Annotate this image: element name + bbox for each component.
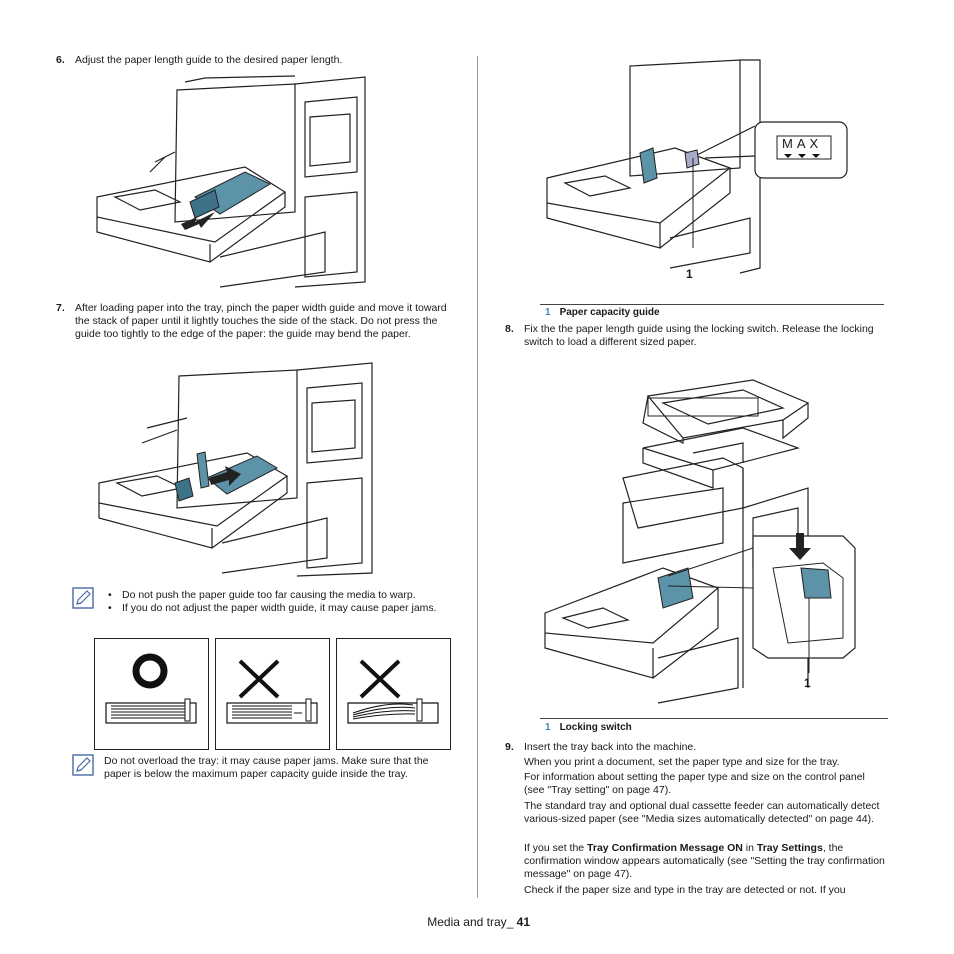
step-9-para-4: If you set the Tray Confirmation Message… xyxy=(524,842,886,881)
step-6-number: 6. xyxy=(56,54,65,66)
step-8-text: Fix the the paper length guide using the… xyxy=(524,323,874,348)
step-8-number: 8. xyxy=(505,323,514,335)
menu-name-tray-confirmation: Tray Confirmation Message ON xyxy=(587,842,743,854)
footer-label: Media and tray_ xyxy=(427,915,517,929)
cross-wrong-icon xyxy=(359,659,401,699)
column-divider xyxy=(477,56,478,898)
caption-number: 1 xyxy=(545,722,551,733)
example-wrong-gap-box xyxy=(215,638,330,750)
menu-name-tray-settings: Tray Settings xyxy=(756,842,823,854)
step-9-line-1: Insert the tray back into the machine. xyxy=(524,741,697,753)
step-9-para-3: The standard tray and optional dual cass… xyxy=(524,800,880,825)
step-9-number: 9. xyxy=(505,741,514,753)
example-correct-box xyxy=(94,638,209,750)
callout-number: 1 xyxy=(804,676,811,690)
max-label: MAX xyxy=(782,136,823,151)
paper-stack-gap xyxy=(226,698,318,724)
step-9-para-5: Check if the paper size and type in the … xyxy=(524,884,846,896)
paper-stack-correct xyxy=(105,698,197,724)
callout-number: 1 xyxy=(686,267,693,281)
circle-correct-icon xyxy=(132,653,168,689)
caption-locking: 1 Locking switch xyxy=(545,721,632,734)
caption-text: Locking switch xyxy=(559,722,632,733)
example-wrong-bent-box xyxy=(336,638,451,750)
text-run: If you set the xyxy=(524,842,588,854)
note-2-text: Do not overload the tray: it may cause p… xyxy=(104,755,429,780)
caption-capacity: 1 Paper capacity guide xyxy=(545,306,660,319)
figure-capacity-guide xyxy=(546,59,848,283)
figure-locking-switch xyxy=(544,379,856,704)
note-pencil-icon xyxy=(72,587,94,609)
note-1-list: Do not push the paper guide too far caus… xyxy=(108,589,453,615)
step-9-para-1: When you print a document, set the paper… xyxy=(524,756,840,768)
step-6-text: Adjust the paper length guide to the des… xyxy=(75,54,343,66)
paper-stack-bent xyxy=(347,698,439,724)
note-1-bullet: If you do not adjust the paper width gui… xyxy=(108,602,453,615)
text-run: , the confirmation window appears automa… xyxy=(524,842,885,880)
step-7-text: After loading paper into the tray, pinch… xyxy=(75,302,447,340)
page-number: 41 xyxy=(516,915,530,929)
step-9-para-2: For information about setting the paper … xyxy=(524,771,865,796)
page-footer: Media and tray_ 41 xyxy=(427,916,530,929)
note-1-bullet: Do not push the paper guide too far caus… xyxy=(108,589,453,602)
caption-rule xyxy=(540,304,884,305)
figure-length-guide xyxy=(96,75,366,288)
note-pencil-icon xyxy=(72,754,94,776)
figure-width-guide xyxy=(98,362,373,577)
cross-wrong-icon xyxy=(238,659,280,699)
caption-rule xyxy=(540,718,888,719)
text-run: in xyxy=(742,842,757,854)
step-7-number: 7. xyxy=(56,302,65,314)
caption-text: Paper capacity guide xyxy=(559,307,660,318)
caption-number: 1 xyxy=(545,307,551,318)
